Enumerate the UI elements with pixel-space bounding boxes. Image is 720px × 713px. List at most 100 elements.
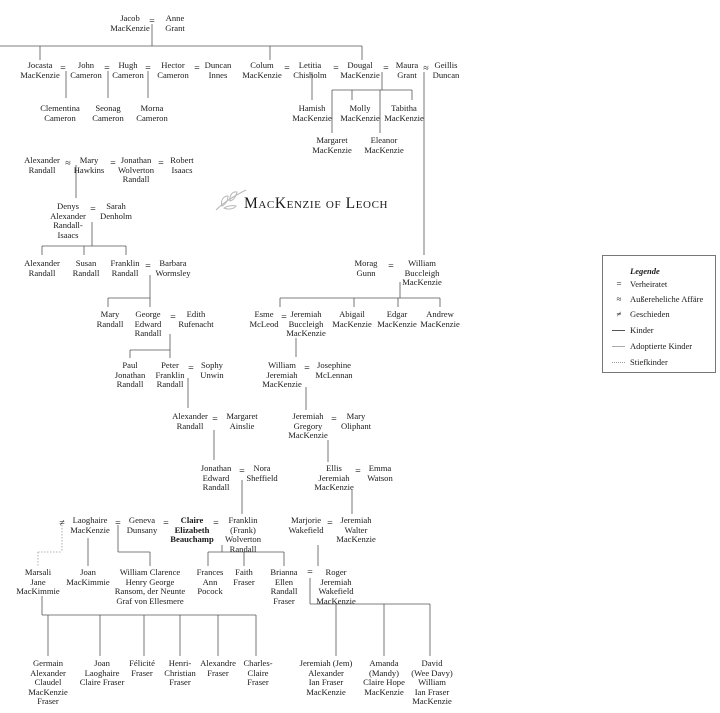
married-symbol: = xyxy=(213,518,219,529)
legend-label: Außereheliche Affäre xyxy=(630,294,704,304)
person-barbara-wormsley: Barbara Wormsley xyxy=(155,258,191,278)
person-marjorie-wakefield: Marjorie Wakefield xyxy=(288,515,324,535)
person-robert-isaacs: Robert Isaacs xyxy=(170,155,194,175)
person-margaret-ainslie: Margaret Ainslie xyxy=(226,411,258,431)
person-mary-hawkins: Mary Hawkins xyxy=(73,155,105,175)
person-jeremiah-jem-mackenzie: Jeremiah (Jem) Alexander Ian Fraser MacK… xyxy=(299,658,353,697)
person-margaret-mackenzie: Margaret MacKenzie xyxy=(312,135,352,155)
married-symbol: = xyxy=(284,63,290,74)
affair-symbol: ≈ xyxy=(616,294,622,304)
legend-label: Stiefkinder xyxy=(630,357,668,367)
married-symbol: = xyxy=(110,158,116,169)
person-george-edward-randall: George Edward Randall xyxy=(134,309,162,339)
person-esme-mcleod: Esme McLeod xyxy=(249,309,279,329)
person-geillis-duncan: Geillis Duncan xyxy=(432,60,460,80)
person-frances-ann-pocock: Frances Ann Pocock xyxy=(196,567,224,597)
legend-item-children: Kinder xyxy=(603,325,715,337)
person-colum-mackenzie: Colum MacKenzie xyxy=(242,60,282,80)
married-symbol: = xyxy=(188,363,194,374)
married-symbol: = xyxy=(304,363,310,374)
person-amanda-mandy-mackenzie: Amanda (Mandy) Claire Hope MacKenzie xyxy=(363,658,405,697)
chart-title: MacKenzie of Leoch xyxy=(244,195,389,212)
dotted-line-icon xyxy=(612,362,625,363)
person-jeremiah-gregory-mackenzie: Jeremiah Gregory MacKenzie xyxy=(288,411,328,441)
married-symbol: = xyxy=(90,204,96,215)
person-ellis-jeremiah-mackenzie: Ellis Jeremiah MacKenzie xyxy=(314,463,354,493)
person-jeremiah-walter-mackenzie: Jeremiah Walter MacKenzie xyxy=(336,515,376,545)
legend-label: Kinder xyxy=(630,325,654,335)
person-jacob-mackenzie: Jacob MacKenzie xyxy=(110,13,150,33)
married-symbol: = xyxy=(383,63,389,74)
person-frank-randall: Franklin (Frank) Wolverton Randall xyxy=(224,515,262,554)
legend-label: Verheiratet xyxy=(630,279,668,289)
person-william-jeremiah-mackenzie: William Jeremiah MacKenzie xyxy=(262,360,302,390)
married-symbol: = xyxy=(281,312,287,323)
person-alexander-randall: Alexander Randall xyxy=(24,155,60,175)
person-letitia-chisholm: Letitia Chisholm xyxy=(293,60,327,80)
person-jonathan-wolverton-randall: Jonathan Wolverton Randall xyxy=(117,155,155,185)
married-symbol: = xyxy=(104,63,110,74)
married-symbol: = xyxy=(60,63,66,74)
married-symbol: = xyxy=(145,63,151,74)
person-andrew-mackenzie: Andrew MacKenzie xyxy=(420,309,460,329)
person-felicite-fraser: Félicité Fraser xyxy=(129,658,155,678)
person-mary-randall: Mary Randall xyxy=(96,309,124,329)
legend-item-married: = Verheiratet xyxy=(603,279,715,291)
person-paul-jonathan-randall: Paul Jonathan Randall xyxy=(114,360,146,390)
person-eleanor-mackenzie: Eleanor MacKenzie xyxy=(364,135,404,155)
divorced-symbol: ≠ xyxy=(616,309,622,319)
person-edgar-mackenzie: Edgar MacKenzie xyxy=(377,309,417,329)
married-symbol: = xyxy=(158,158,164,169)
person-brianna-ellen-randall-fraser: Brianna Ellen Randall Fraser xyxy=(270,567,298,606)
person-joan-mackimmie: Joan MacKimmie xyxy=(66,567,110,587)
married-symbol: = xyxy=(145,261,151,272)
person-molly-mackenzie: Molly MacKenzie xyxy=(340,103,380,123)
legend-item-stepchildren: Stiefkinder xyxy=(603,357,715,369)
married-symbol: = xyxy=(388,261,394,272)
person-jeremiah-buccleigh-mackenzie: Jeremiah Buccleigh MacKenzie xyxy=(286,309,326,339)
married-symbol: = xyxy=(327,518,333,529)
married-symbol: = xyxy=(194,63,200,74)
person-tabitha-mackenzie: Tabitha MacKenzie xyxy=(384,103,424,123)
person-peter-franklin-randall: Peter Franklin Randall xyxy=(155,360,185,390)
person-denys-randall-isaacs: Denys Alexander Randall- Isaacs xyxy=(50,201,86,240)
person-marsali-jane-mackimmie: Marsali Jane MacKimmie xyxy=(16,567,60,597)
legend-title: Legende xyxy=(630,266,660,276)
married-symbol: = xyxy=(149,16,155,27)
married-symbol: = xyxy=(170,312,176,323)
person-faith-fraser: Faith Fraser xyxy=(233,567,255,587)
person-jonathan-edward-randall: Jonathan Edward Randall xyxy=(200,463,232,493)
solid-line-icon xyxy=(612,330,625,331)
person-edith-rufenacht: Edith Rufenacht xyxy=(178,309,214,329)
affair-symbol: ≈ xyxy=(65,158,71,169)
affair-symbol: ≈ xyxy=(423,63,429,74)
person-mary-oliphant: Mary Oliphant xyxy=(340,411,372,431)
married-symbol: = xyxy=(212,414,218,425)
person-hector-cameron: Hector Cameron xyxy=(157,60,189,80)
person-william-buccleigh-mackenzie: William Buccleigh MacKenzie xyxy=(402,258,442,288)
person-maura-grant: Maura Grant xyxy=(395,60,419,80)
person-sarah-denholm: Sarah Denholm xyxy=(100,201,132,221)
person-geneva-dunsany: Geneva Dunsany xyxy=(126,515,158,535)
married-symbol: = xyxy=(307,567,313,578)
person-william-clarence-ransom: William Clarence Henry George Ransom, de… xyxy=(114,567,186,606)
person-alexander-randall-3: Alexander Randall xyxy=(172,411,208,431)
person-abigail-mackenzie: Abigail MacKenzie xyxy=(332,309,372,329)
person-joan-laoghaire-claire-fraser: Joan Laoghaire Claire Fraser xyxy=(79,658,125,688)
person-charles-claire-fraser: Charles- Claire Fraser xyxy=(243,658,273,688)
legend-box: Legende = Verheiratet ≈ Außereheliche Af… xyxy=(602,255,716,373)
married-symbol: = xyxy=(115,518,121,529)
person-emma-watson: Emma Watson xyxy=(367,463,393,483)
legend-label: Geschieden xyxy=(630,309,670,319)
person-clementina-cameron: Clementina Cameron xyxy=(40,103,80,123)
person-morag-gunn: Morag Gunn xyxy=(354,258,378,278)
leaf-ornament-icon xyxy=(215,189,247,211)
legend-item-divorced: ≠ Geschieden xyxy=(603,309,715,321)
person-duncan-innes: Duncan Innes xyxy=(204,60,232,80)
person-laoghaire-mackenzie: Laoghaire MacKenzie xyxy=(70,515,110,535)
divorced-symbol: ≠ xyxy=(59,518,65,529)
legend-label: Adoptierte Kinder xyxy=(630,341,693,351)
person-john-cameron: John Cameron xyxy=(70,60,102,80)
person-germain-fraser: Germain Alexander Claudel MacKenzie Fras… xyxy=(28,658,68,707)
person-jocasta-mackenzie: Jocasta MacKenzie xyxy=(20,60,60,80)
